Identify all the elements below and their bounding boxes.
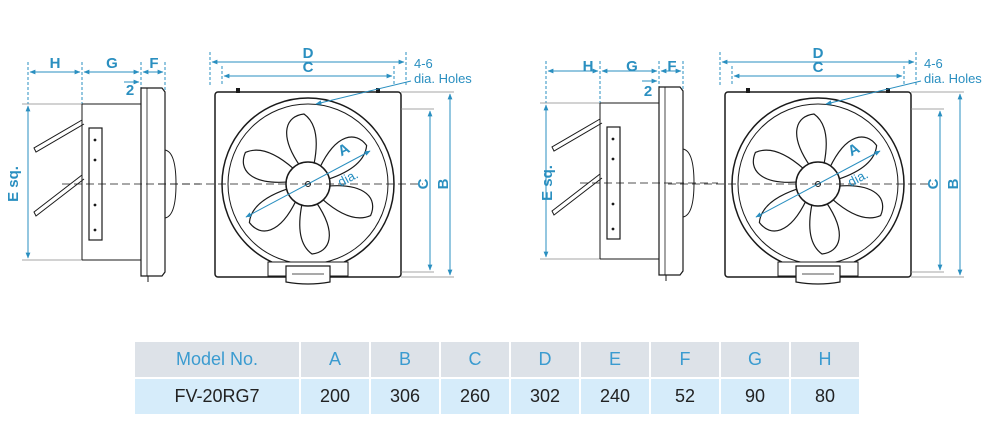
dim-d-label: D	[303, 45, 314, 62]
header-g: G	[721, 342, 789, 377]
left-side-view: H G F 2 E sq.	[5, 55, 200, 282]
dim-c-vert-label: C	[415, 178, 432, 189]
dim-g-label: G	[626, 58, 638, 75]
header-a: A	[301, 342, 369, 377]
dimension-table: Model No. A B C D E F G H FV-20RG7 200 3…	[133, 340, 861, 416]
dim-b-vert-label: B	[945, 178, 962, 189]
cell-model: FV-20RG7	[135, 379, 299, 414]
header-f: F	[651, 342, 719, 377]
dim-2-label: 2	[644, 83, 652, 100]
dim-h-label: H	[583, 58, 594, 75]
dim-f-label: F	[149, 55, 158, 72]
dim-2-label: 2	[126, 82, 134, 99]
holes-note-line1: 4-6	[924, 56, 943, 71]
cell-e: 240	[581, 379, 649, 414]
cell-c: 260	[441, 379, 509, 414]
header-e: E	[581, 342, 649, 377]
cell-d: 302	[511, 379, 579, 414]
cell-f: 52	[651, 379, 719, 414]
dim-b-vert-label: B	[435, 178, 452, 189]
dim-f-label: F	[667, 58, 676, 75]
header-h: H	[791, 342, 859, 377]
dim-e-label: E sq.	[539, 165, 556, 201]
dim-c-vert-label: C	[925, 178, 942, 189]
cell-b: 306	[371, 379, 439, 414]
dim-d-label: D	[813, 45, 824, 62]
right-front-view: D C 4-6 dia. Holes A dia. C B	[668, 45, 982, 284]
holes-note-line2: dia. Holes	[414, 71, 472, 86]
right-side-view: H G F 2 E sq.	[539, 58, 718, 281]
header-d: D	[511, 342, 579, 377]
cell-a: 200	[301, 379, 369, 414]
dim-c-label: C	[813, 59, 824, 76]
table-header-row: Model No. A B C D E F G H	[135, 342, 859, 377]
holes-note-line1: 4-6	[414, 56, 433, 71]
header-b: B	[371, 342, 439, 377]
dim-c-label: C	[303, 59, 314, 76]
header-c: C	[441, 342, 509, 377]
dim-e-label: E sq.	[5, 166, 22, 202]
cell-h: 80	[791, 379, 859, 414]
dim-h-label: H	[50, 55, 61, 72]
dim-g-label: G	[106, 55, 118, 72]
header-model: Model No.	[135, 342, 299, 377]
table-row: FV-20RG7 200 306 260 302 240 52 90 80	[135, 379, 859, 414]
cell-g: 90	[721, 379, 789, 414]
fan-dimension-drawing: H G F 2 E sq. D C 4-6 dia. Holes A dia. …	[5, 45, 982, 330]
left-front-view: D C 4-6 dia. Holes A dia. C B	[158, 45, 472, 284]
holes-note-line2: dia. Holes	[924, 71, 982, 86]
